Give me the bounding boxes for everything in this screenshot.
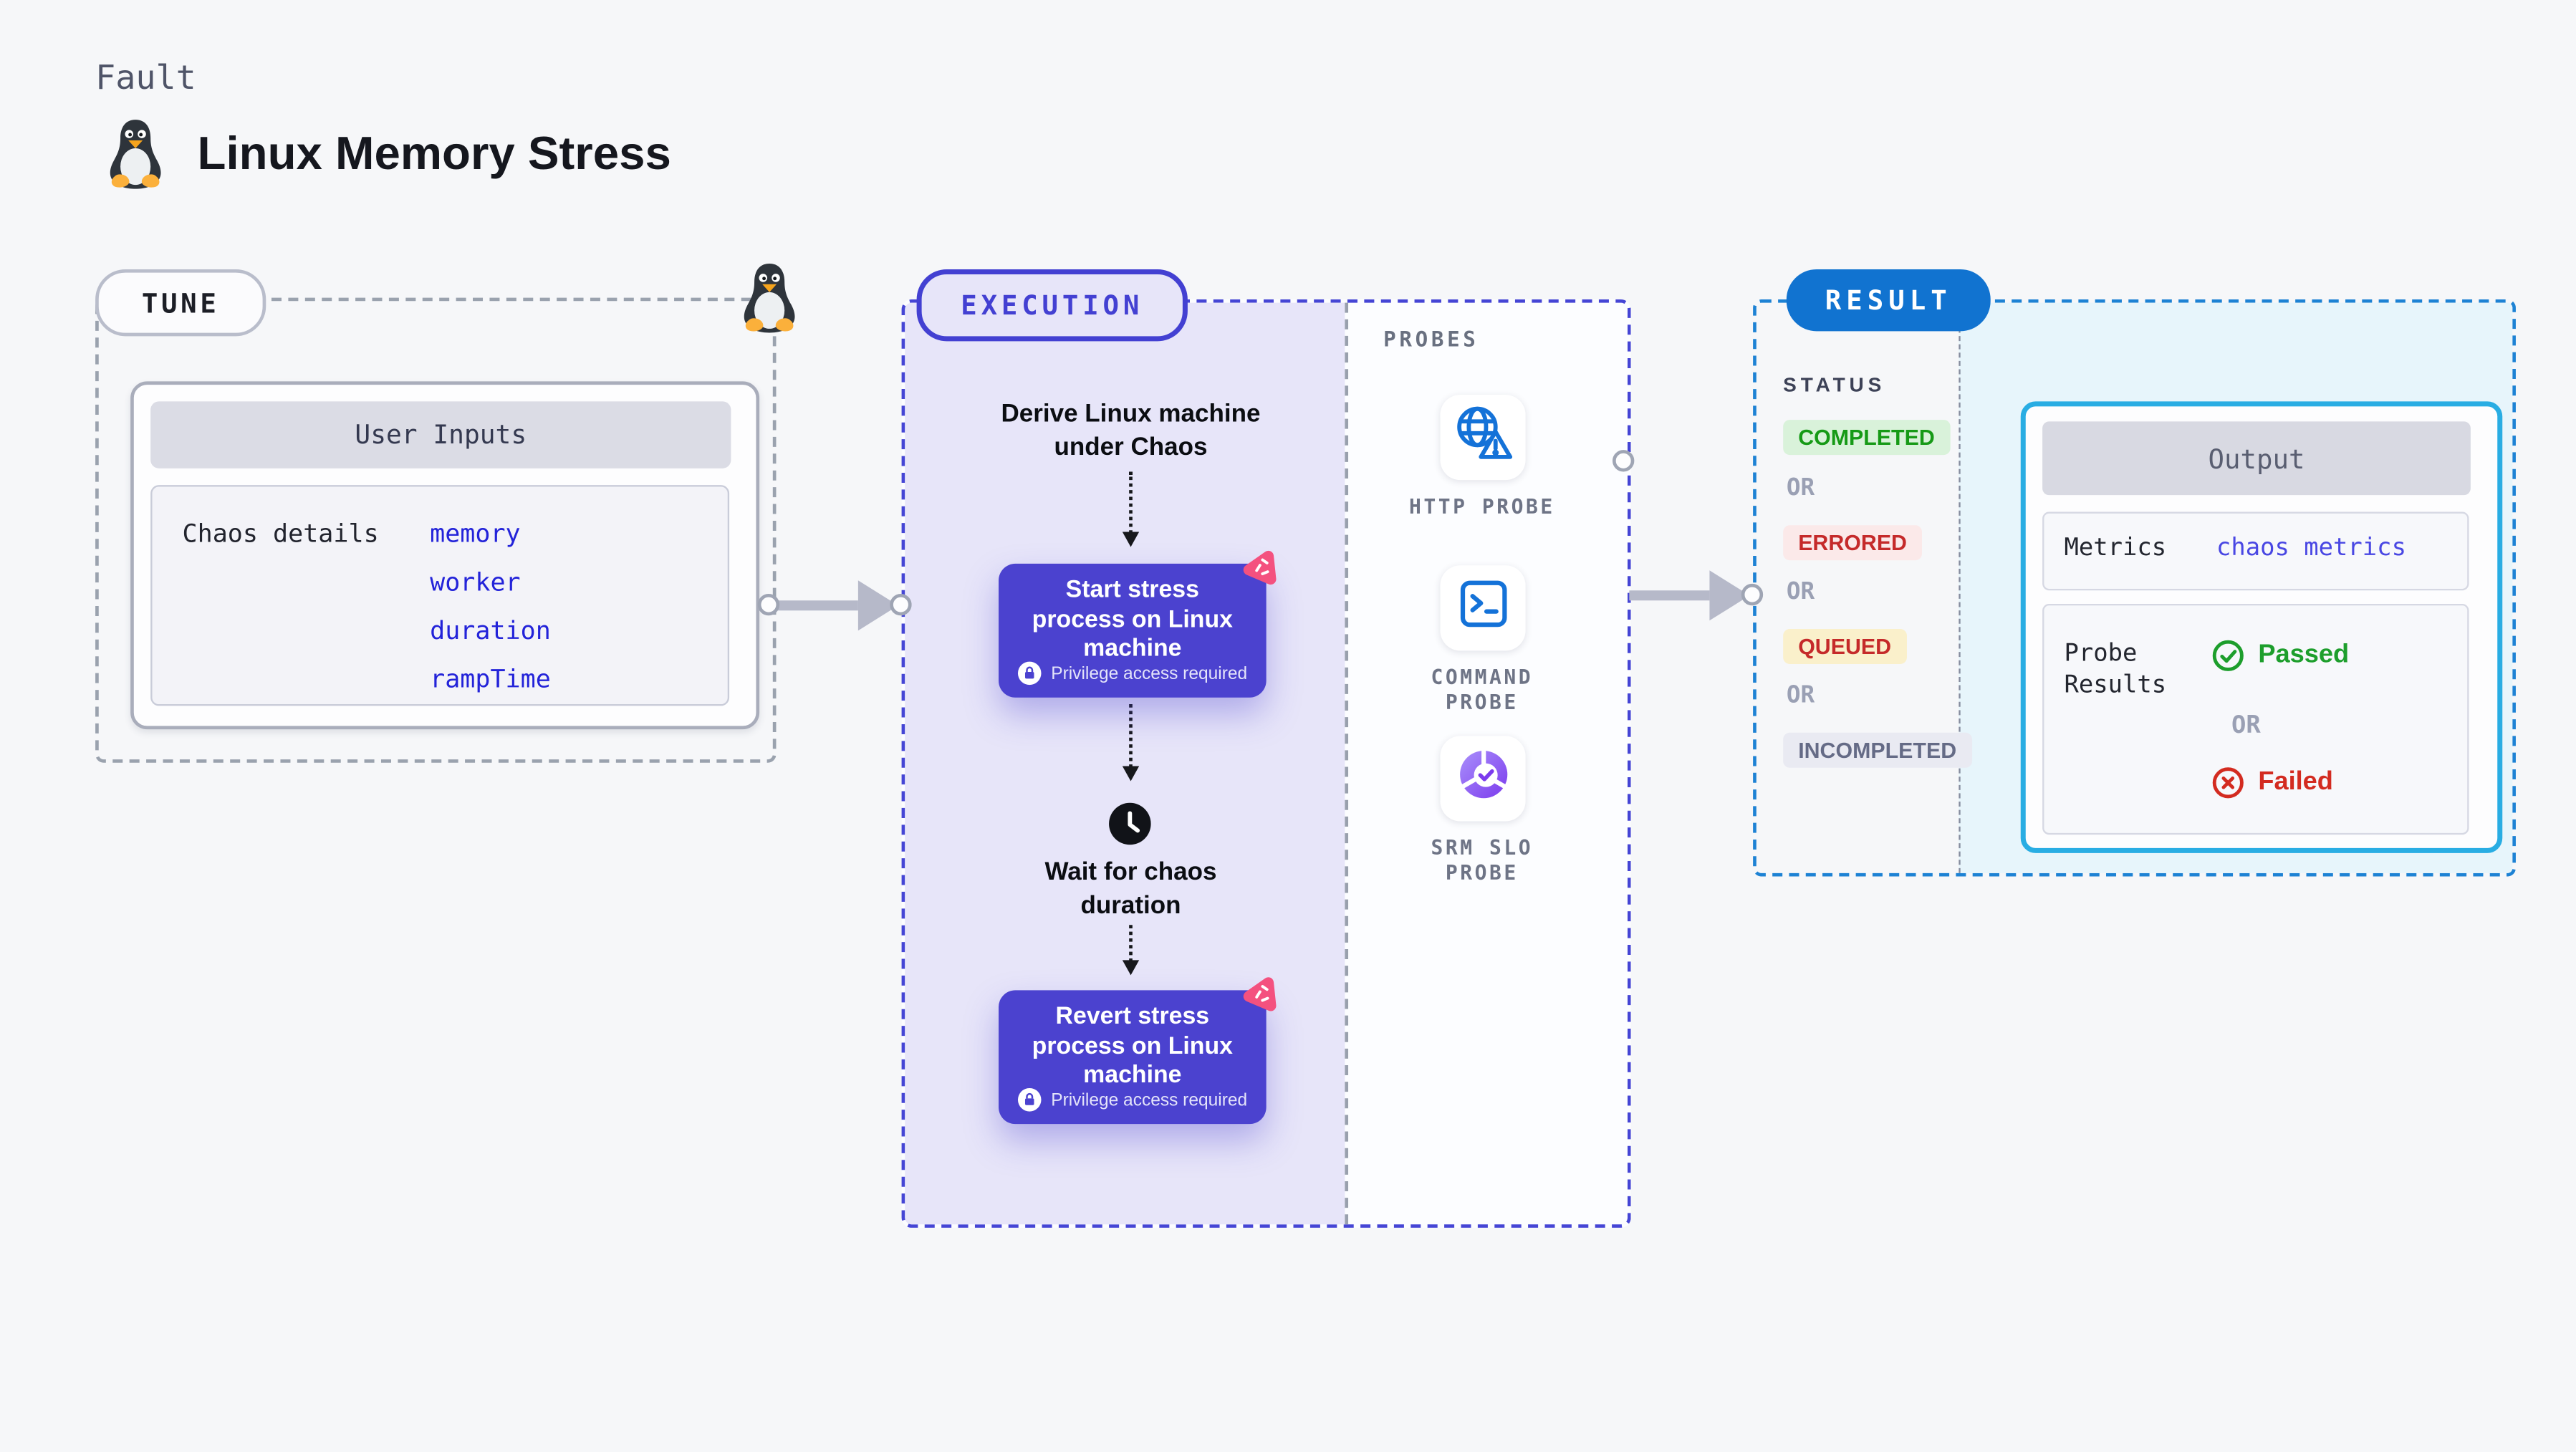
or-label: OR	[2231, 712, 2261, 740]
privilege-badge: Privilege access required	[1051, 663, 1248, 683]
probes-section-label: PROBES	[1383, 326, 1479, 352]
status-output-divider	[1959, 302, 1961, 873]
x-circle-icon	[2211, 766, 2245, 799]
execution-to-result-arrow	[1629, 570, 1750, 621]
check-circle-icon	[2211, 639, 2245, 673]
status-badge-queued: QUEUED	[1783, 628, 1907, 665]
connector-dot	[890, 593, 912, 616]
slo-donut-icon	[1449, 741, 1516, 816]
tune-tag: TUNE	[95, 269, 266, 337]
connector-dot	[1612, 450, 1635, 472]
probe-results-row: Probe Results Passed OR F	[2042, 603, 2469, 835]
input-value: memory	[430, 518, 521, 549]
failed-label: Failed	[2258, 767, 2333, 797]
user-inputs-header: User Inputs	[150, 401, 731, 468]
flow-connector-arrow	[1122, 704, 1139, 782]
privilege-badge: Privilege access required	[1051, 1090, 1248, 1110]
linux-tux-icon	[104, 117, 168, 191]
metrics-value: chaos metrics	[2216, 535, 2406, 562]
metrics-label: Metrics	[2064, 535, 2167, 562]
status-header: STATUS	[1783, 372, 1886, 397]
clock-icon	[1107, 801, 1153, 846]
globe-alert-icon	[1449, 400, 1516, 475]
input-value: rampTime	[430, 664, 551, 695]
user-inputs-card: User Inputs Chaos details memory worker …	[130, 381, 760, 730]
or-label: OR	[1786, 578, 1815, 606]
connector-dot	[757, 593, 780, 616]
connector-dot	[1741, 583, 1764, 606]
command-probe-label: COMMAND PROBE	[1431, 665, 1534, 715]
status-badge-incompleted: INCOMPLETED	[1783, 732, 1972, 768]
tune-section	[95, 297, 777, 763]
flow-connector-arrow	[1122, 471, 1139, 547]
lock-icon	[1018, 1087, 1043, 1112]
metrics-row: Metrics chaos metrics	[2042, 511, 2469, 591]
execution-probes-divider	[1345, 302, 1349, 1225]
output-header: Output	[2042, 421, 2471, 496]
or-label: OR	[1786, 682, 1815, 710]
input-value: duration	[430, 615, 551, 646]
probe-results-label: Probe Results	[2064, 640, 2167, 700]
start-stress-title: Start stress process on Linux machine	[1032, 577, 1234, 663]
start-stress-node: Start stress process on Linux machine Pr…	[999, 550, 1277, 698]
chaos-details-label: Chaos details	[182, 518, 379, 549]
page-title: Linux Memory Stress	[197, 127, 671, 179]
execution-tag: EXECUTION	[916, 269, 1188, 342]
terminal-icon	[1449, 570, 1516, 645]
fault-kicker: Fault	[95, 57, 196, 97]
command-probe-card	[1440, 565, 1526, 651]
revert-stress-title: Revert stress process on Linux machine	[1032, 1004, 1234, 1090]
user-inputs-table: Chaos details memory worker duration ram…	[150, 485, 730, 706]
srm-slo-probe-label: SRM SLO PROBE	[1431, 836, 1534, 885]
status-badge-completed: COMPLETED	[1783, 420, 1950, 456]
tune-to-execution-arrow	[776, 580, 898, 631]
output-card: Output Metrics chaos metrics Probe Resul…	[2020, 401, 2503, 853]
status-badge-errored: ERRORED	[1783, 525, 1923, 561]
lock-icon	[1018, 660, 1043, 686]
revert-stress-node: Revert stress process on Linux machine P…	[999, 977, 1277, 1125]
chaos-icon	[1238, 547, 1282, 591]
failed-result: Failed	[2211, 766, 2333, 799]
passed-label: Passed	[2258, 640, 2350, 670]
flow-connector-arrow	[1122, 925, 1139, 976]
passed-result: Passed	[2211, 639, 2349, 673]
linux-tux-icon	[738, 261, 802, 335]
chaos-icon	[1238, 973, 1282, 1018]
derive-step-text: Derive Linux machine under Chaos	[1001, 400, 1261, 461]
http-probe-label: HTTP PROBE	[1408, 495, 1555, 519]
or-label: OR	[1786, 475, 1815, 502]
input-value: worker	[430, 567, 521, 597]
chaos-details-values: memory worker duration rampTime	[430, 519, 551, 713]
http-probe-card	[1440, 395, 1526, 481]
wait-step-text: Wait for chaos duration	[1044, 857, 1217, 920]
srm-slo-probe-card	[1440, 736, 1526, 822]
result-tag: RESULT	[1786, 269, 1991, 332]
